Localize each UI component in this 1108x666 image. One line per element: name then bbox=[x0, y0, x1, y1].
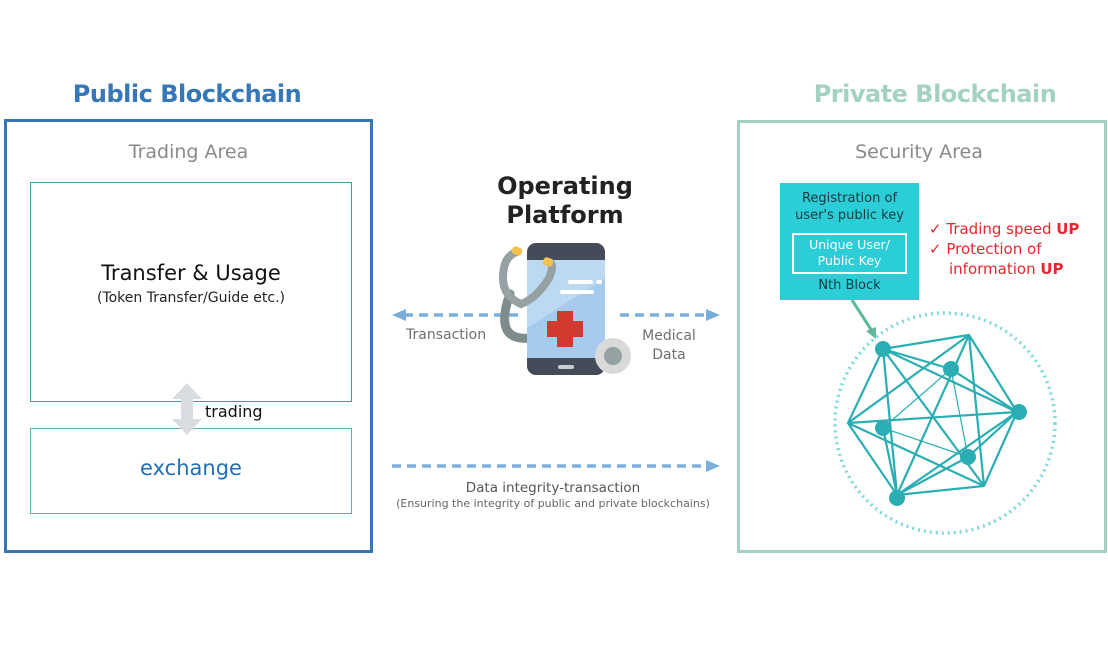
benefit-emphasis: UP bbox=[1056, 220, 1080, 238]
private-blockchain-panel bbox=[737, 120, 1107, 553]
network-edges bbox=[846, 333, 1019, 497]
public-blockchain-heading: Public Blockchain bbox=[72, 80, 302, 108]
benefits-list: ✓ Trading speed UP ✓ Protection of infor… bbox=[929, 219, 1079, 279]
arrow-right-icon bbox=[706, 309, 720, 321]
medical-data-label-line1: Medical bbox=[642, 328, 696, 344]
registration-title-line1: Registration of bbox=[801, 191, 898, 206]
benefit-emphasis: UP bbox=[1040, 260, 1064, 278]
unique-key-box bbox=[792, 233, 907, 274]
data-integrity-arrow bbox=[392, 460, 720, 472]
network-node bbox=[875, 420, 891, 436]
unique-key-line1: Unique User/ bbox=[809, 237, 890, 252]
benefit-text: information bbox=[949, 260, 1041, 278]
double-arrow-vertical-icon bbox=[172, 383, 202, 435]
network-node bbox=[889, 490, 905, 506]
benefit-item: information UP bbox=[929, 259, 1079, 279]
operating-platform-title-line1: Operating bbox=[497, 172, 633, 200]
private-blockchain-heading: Private Blockchain bbox=[813, 80, 1057, 108]
operating-platform-title: Operating Platform bbox=[470, 172, 660, 230]
smartphone-stethoscope-icon bbox=[498, 243, 631, 375]
network-node bbox=[960, 449, 976, 465]
data-integrity-title: Data integrity-transaction bbox=[465, 480, 641, 496]
medical-data-label: Medical Data bbox=[634, 327, 704, 365]
transfer-usage-title: Transfer & Usage bbox=[101, 261, 281, 285]
arrow-right-icon bbox=[706, 460, 720, 472]
nth-block-label: Nth Block bbox=[818, 278, 881, 293]
registration-title: Registration of user's public key bbox=[780, 190, 919, 224]
check-icon: ✓ bbox=[929, 220, 942, 238]
registration-box bbox=[780, 183, 919, 300]
dotted-circle bbox=[833, 311, 1057, 535]
public-blockchain-panel bbox=[4, 119, 373, 553]
registration-title-line2: user's public key bbox=[795, 208, 904, 223]
pointer-arrow-line bbox=[850, 299, 874, 332]
network-node bbox=[1011, 404, 1027, 420]
exchange-label: exchange bbox=[140, 456, 242, 480]
trading-area-title: Trading Area bbox=[128, 141, 249, 163]
benefit-item: ✓ Trading speed UP bbox=[929, 219, 1079, 239]
security-area-title: Security Area bbox=[855, 141, 983, 163]
arrow-left-icon bbox=[392, 309, 406, 321]
transaction-label: Transaction bbox=[406, 327, 487, 343]
check-icon: ✓ bbox=[929, 240, 942, 258]
data-integrity-subtitle: (Ensuring the integrity of public and pr… bbox=[396, 497, 710, 510]
medical-data-label-line2: Data bbox=[652, 347, 686, 363]
operating-platform-title-line2: Platform bbox=[506, 201, 624, 229]
benefit-item: ✓ Protection of bbox=[929, 239, 1079, 259]
network-node bbox=[875, 341, 891, 357]
trading-label: trading bbox=[205, 402, 263, 421]
network-node bbox=[943, 361, 959, 377]
benefit-text: Trading speed bbox=[946, 220, 1057, 238]
transfer-usage-subtitle: (Token Transfer/Guide etc.) bbox=[96, 290, 286, 306]
arrow-down-icon bbox=[866, 327, 876, 339]
benefit-text: Protection of bbox=[946, 240, 1042, 258]
blockchain-network-icon bbox=[833, 299, 1057, 535]
unique-key-line2: Public Key bbox=[817, 253, 882, 268]
unique-key-text: Unique User/ Public Key bbox=[792, 237, 907, 269]
